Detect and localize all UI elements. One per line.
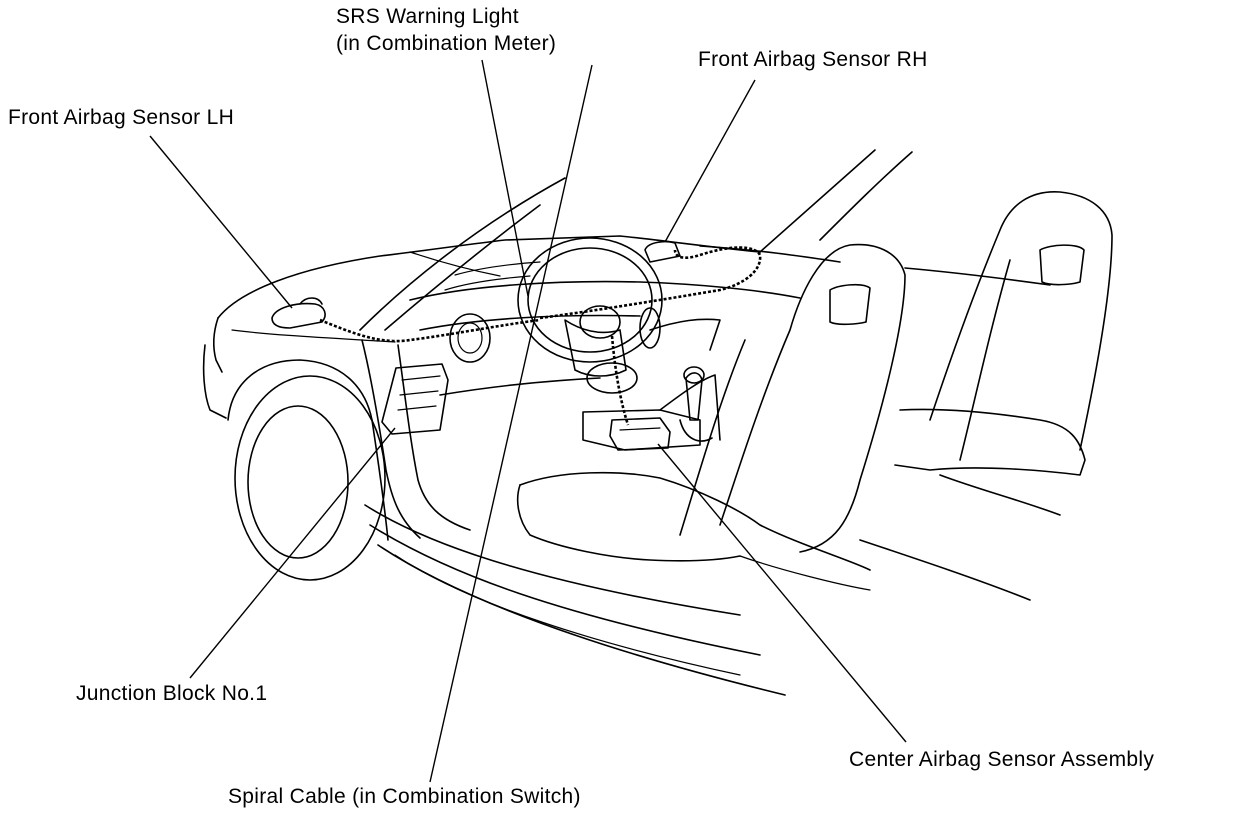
wheel-arch — [227, 359, 373, 421]
passenger-seat-back-edge — [959, 259, 1011, 461]
srs-warning-light-label: SRS Warning Light — [336, 5, 519, 28]
left-air-vent-inner — [457, 322, 483, 354]
junction-block-detail-3 — [397, 405, 437, 411]
sill-upper — [369, 524, 761, 656]
hood-front-edge — [213, 317, 223, 373]
hood-outline — [217, 235, 761, 319]
driver-seat-cushion — [519, 471, 871, 571]
spiral-cable-label: Spiral Cable (in Combination Switch) — [228, 785, 581, 808]
driver-headrest-window — [829, 283, 871, 326]
wire-harness-right — [539, 246, 762, 320]
wire-harness-center — [610, 335, 630, 426]
junction-block-box — [381, 363, 449, 435]
junction-block-label: Junction Block No.1 — [76, 682, 268, 705]
dashboard-face — [419, 314, 641, 331]
leader-front-sensor-lh — [149, 135, 293, 309]
center-sensor-box — [609, 417, 671, 451]
front-sensor-rh-body — [644, 240, 681, 263]
sill-mid — [394, 554, 741, 676]
lower-dash — [439, 377, 601, 396]
driver-seat-back-inner — [679, 339, 746, 536]
leader-junction-block — [189, 427, 396, 679]
hood-crease — [231, 329, 396, 343]
rear-floor-line-1 — [939, 474, 1061, 516]
driver-seat-rail — [739, 555, 871, 591]
fender-lower — [371, 419, 389, 541]
passenger-seat-cushion — [894, 408, 1086, 476]
dash-vent-line — [454, 261, 541, 276]
console-tunnel — [659, 374, 721, 441]
dash-top-right — [699, 245, 841, 263]
front-airbag-sensor-lh-label: Front Airbag Sensor LH — [8, 106, 235, 129]
door-opening-inner — [397, 344, 471, 531]
sill-top — [364, 504, 741, 616]
a-pillar-inner — [384, 204, 541, 331]
front-sensor-lh-mount — [299, 297, 323, 305]
junction-block-detail-1 — [401, 375, 441, 381]
leader-spiral-cable — [429, 64, 593, 783]
front-sensor-lh-body — [271, 302, 326, 329]
rear-deck-line — [904, 267, 1051, 286]
passenger-headrest-window — [1039, 244, 1085, 286]
driver-seat-front — [516, 484, 741, 562]
right-air-vent — [639, 307, 661, 349]
wire-harness-left — [319, 318, 541, 343]
hood-seam — [409, 251, 501, 277]
console-front — [582, 409, 701, 451]
left-air-vent — [449, 313, 491, 363]
combination-meter-gauge — [586, 362, 638, 394]
steering-column — [564, 319, 627, 377]
front-tire-outer — [234, 375, 386, 581]
srs-warning-light-sublabel: (in Combination Meter) — [336, 32, 557, 55]
passenger-seat-back — [929, 191, 1113, 451]
rear-floor-line-2 — [859, 539, 1031, 601]
windshield-right-pillar-2 — [819, 151, 913, 241]
front-bumper — [202, 344, 227, 419]
center-airbag-sensor-label: Center Airbag Sensor Assembly — [849, 748, 1155, 771]
leader-front-sensor-rh — [664, 79, 756, 243]
shift-boot — [679, 419, 713, 442]
front-tire-inner — [247, 405, 349, 559]
driver-seat-back — [719, 243, 906, 553]
center-sensor-detail — [619, 427, 661, 431]
shift-knob — [683, 366, 705, 384]
leader-center-sensor — [657, 443, 907, 743]
leader-srs-warning-light — [481, 59, 529, 297]
shift-lever — [685, 372, 703, 421]
junction-block-detail-2 — [399, 390, 439, 396]
sill-lower — [377, 544, 786, 696]
door-opening-front — [361, 339, 421, 539]
steering-wheel-rim — [517, 237, 663, 363]
a-pillar-outer — [359, 177, 566, 331]
windshield-right-pillar — [759, 149, 876, 253]
steering-wheel-rim-inner — [527, 247, 653, 353]
front-airbag-sensor-rh-label: Front Airbag Sensor RH — [698, 48, 928, 71]
steering-hub — [579, 305, 621, 339]
dashboard-top — [409, 280, 801, 301]
